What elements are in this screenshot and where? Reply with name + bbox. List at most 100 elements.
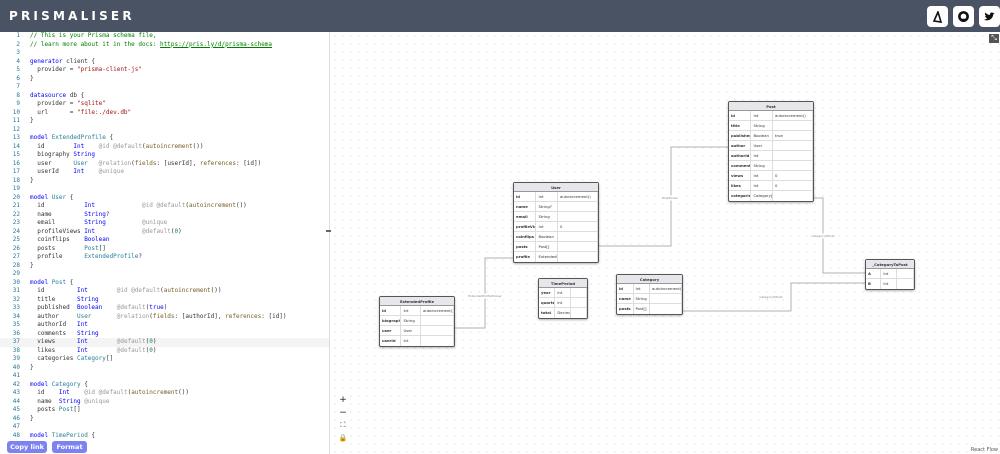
code-line[interactable]: 46} bbox=[0, 415, 329, 424]
github-button[interactable] bbox=[953, 6, 974, 27]
field-name: profileViews bbox=[516, 222, 537, 231]
copy-link-button[interactable]: Copy link bbox=[7, 441, 47, 453]
code-token: @id @default bbox=[116, 287, 161, 294]
code-line[interactable]: 39 categories Category[] bbox=[0, 355, 329, 364]
code-line[interactable]: 33 published Boolean @default(true) bbox=[0, 304, 329, 313]
code-line[interactable]: 44 name String @unique bbox=[0, 398, 329, 407]
code-line[interactable]: 26 posts Post[] bbox=[0, 245, 329, 254]
react-flow-attribution[interactable]: React Flow bbox=[970, 447, 998, 453]
field-name: posts bbox=[617, 304, 634, 314]
code-token: Int bbox=[73, 168, 85, 175]
fit-view-icon[interactable]: ⛶ bbox=[336, 419, 350, 431]
line-number: 21 bbox=[12, 202, 20, 209]
code-line[interactable]: 16 user User @relation(fields: [userId],… bbox=[0, 160, 329, 169]
code-token: Int bbox=[76, 321, 88, 328]
code-line[interactable]: 24 profileViews Int @default(0) bbox=[0, 228, 329, 237]
code-line[interactable]: 11} bbox=[0, 117, 329, 126]
code-line[interactable]: 3 bbox=[0, 49, 329, 58]
lock-icon[interactable]: 🔒 bbox=[336, 431, 350, 444]
resize-handle[interactable] bbox=[326, 230, 332, 232]
code-line[interactable]: 37 views Int @default(0) bbox=[0, 338, 329, 347]
code-line[interactable]: 19 bbox=[0, 185, 329, 194]
edge-label-bg bbox=[471, 293, 499, 299]
code-line[interactable]: 15 biography String bbox=[0, 151, 329, 160]
code-token: email bbox=[30, 219, 85, 226]
code-line[interactable]: 35 authorId Int bbox=[0, 321, 329, 330]
minimap-toggle-icon[interactable]: ⤡ bbox=[989, 34, 999, 43]
code-token: url = bbox=[30, 108, 77, 116]
table-timeperiod[interactable]: TimePeriodyearIntquarterInttotalDecimal bbox=[538, 278, 588, 319]
line-number: 24 bbox=[12, 227, 20, 235]
field-type: Int bbox=[555, 288, 571, 297]
field-default bbox=[650, 304, 682, 314]
code-line[interactable]: 36 comments String bbox=[0, 330, 329, 339]
code-line[interactable]: 9 provider = "sqlite" bbox=[0, 100, 329, 109]
code-line[interactable]: 18} bbox=[0, 177, 329, 186]
code-line[interactable]: 22 name String? bbox=[0, 211, 329, 220]
line-number: 13 bbox=[12, 134, 20, 141]
code-token: } bbox=[30, 414, 34, 422]
line-number: 20 bbox=[12, 193, 20, 201]
relation-edge[interactable] bbox=[455, 257, 513, 329]
prisma-button[interactable] bbox=[927, 6, 948, 27]
code-line[interactable]: 1// This is your Prisma schema file, bbox=[0, 32, 329, 41]
code-line[interactable]: 40} bbox=[0, 364, 329, 373]
code-token: ) bbox=[163, 304, 168, 311]
code-line[interactable]: 34 author User @relation(fields: [author… bbox=[0, 313, 329, 322]
field-name: id bbox=[380, 306, 402, 315]
code-token: ()) bbox=[210, 287, 222, 294]
line-number: 9 bbox=[16, 100, 20, 107]
code-line[interactable]: 41 bbox=[0, 372, 329, 381]
code-line[interactable]: 7 bbox=[0, 83, 329, 92]
code-line[interactable]: 27 profile ExtendedProfile? bbox=[0, 253, 329, 262]
code-line[interactable]: 43 id Int @id @default(autoincrement()) bbox=[0, 389, 329, 398]
code-line[interactable]: 47 bbox=[0, 423, 329, 432]
code-editor[interactable]: 1// This is your Prisma schema file,2// … bbox=[0, 32, 330, 454]
code-line[interactable]: 17 userId Int @unique bbox=[0, 168, 329, 177]
code-line[interactable]: 10 url = "file:./dev.db" bbox=[0, 109, 329, 118]
format-button[interactable]: Format bbox=[52, 441, 87, 453]
code-line[interactable]: 32 title String bbox=[0, 296, 329, 305]
code-token bbox=[88, 160, 99, 167]
twitter-button[interactable] bbox=[979, 6, 1000, 27]
code-line[interactable]: 45 posts Post[] bbox=[0, 406, 329, 415]
relation-edge[interactable] bbox=[683, 282, 865, 312]
code-line[interactable]: 6} bbox=[0, 75, 329, 84]
code-line[interactable]: 12 bbox=[0, 126, 329, 135]
code-line[interactable]: 25 coinflips Boolean bbox=[0, 236, 329, 245]
zoom-in-icon[interactable]: + bbox=[336, 394, 350, 406]
line-number: 27 bbox=[12, 253, 20, 260]
code-token: Int bbox=[76, 287, 88, 294]
code-token: ( bbox=[185, 202, 189, 209]
code-token: ( bbox=[131, 159, 135, 167]
code-line[interactable]: 2// learn more about it in the docs: htt… bbox=[0, 41, 329, 50]
field-default bbox=[558, 202, 598, 211]
code-line[interactable]: 21 id Int @id @default(autoincrement()) bbox=[0, 202, 329, 211]
code-line[interactable]: 28} bbox=[0, 262, 329, 271]
code-line[interactable]: 38 likes Int @default(0) bbox=[0, 347, 329, 356]
code-line[interactable]: 29 bbox=[0, 270, 329, 279]
code-line[interactable]: 31 id Int @id @default(autoincrement()) bbox=[0, 287, 329, 296]
code-line[interactable]: 5 provider = "prisma-client-js" bbox=[0, 66, 329, 75]
field-name: title bbox=[729, 121, 752, 130]
code-line[interactable]: 23 email String @unique bbox=[0, 219, 329, 228]
zoom-out-icon[interactable]: − bbox=[336, 406, 350, 419]
code-line[interactable]: 14 id Int @id @default(autoincrement()) bbox=[0, 143, 329, 152]
